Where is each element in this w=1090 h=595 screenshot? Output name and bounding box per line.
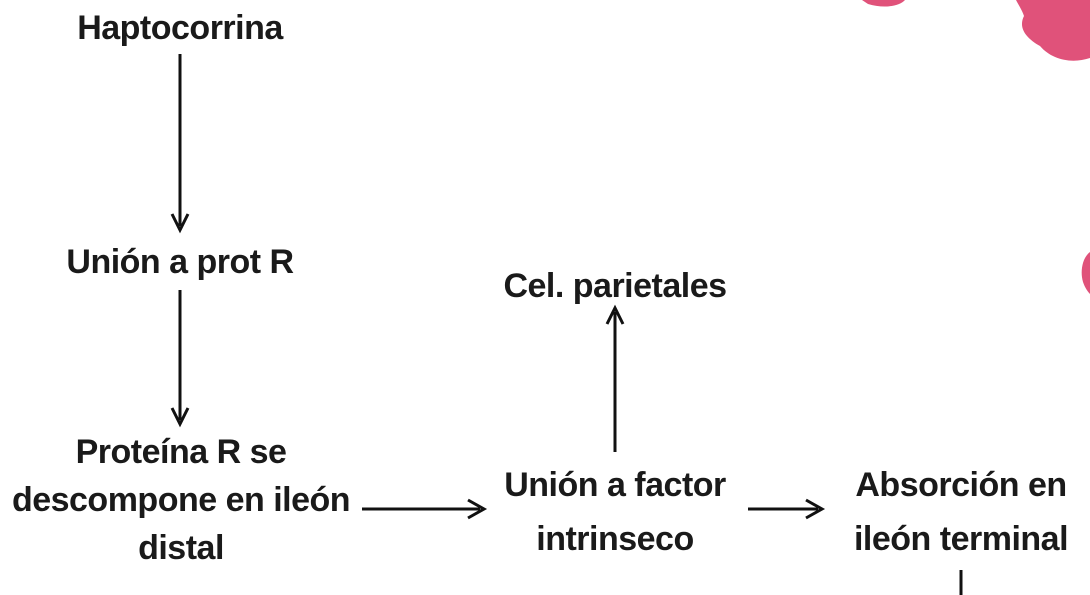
node-cel-parietales-line-1: Cel. parietales [503, 267, 727, 305]
node-union-prot-r-line-1: Unión a prot R [66, 243, 294, 281]
arrowhead-1 [170, 213, 190, 234]
node-absorcion-line-2: ileón terminal [853, 520, 1069, 558]
node-proteina-r-line-2: descompone en ileón [11, 481, 351, 519]
node-union-factor: Unión a factor intrinseco [490, 458, 740, 566]
node-union-factor-line-2: intrinseco [536, 520, 694, 558]
node-haptocorrina: Haptocorrina [60, 6, 300, 50]
pink-blob-top-right [862, 0, 1090, 61]
arrowhead-3 [467, 498, 488, 520]
arrowhead-4 [605, 304, 625, 325]
node-union-factor-line-1: Unión a factor [504, 466, 726, 504]
node-proteina-r: Proteína R se descompone en ileón distal [0, 428, 362, 572]
node-cel-parietales: Cel. parietales [490, 264, 740, 308]
node-absorcion-line-1: Absorción en [855, 466, 1067, 504]
node-proteina-r-line-3: distal [138, 529, 224, 567]
node-haptocorrina-line-1: Haptocorrina [77, 9, 283, 47]
arrowhead-5 [805, 498, 826, 520]
node-absorcion: Absorción en ileón terminal [836, 458, 1086, 566]
node-proteina-r-line-1: Proteína R se [75, 433, 287, 471]
pink-blob-right-edge [1081, 252, 1090, 294]
arrowhead-2 [170, 407, 190, 428]
node-union-prot-r: Unión a prot R [50, 240, 310, 284]
